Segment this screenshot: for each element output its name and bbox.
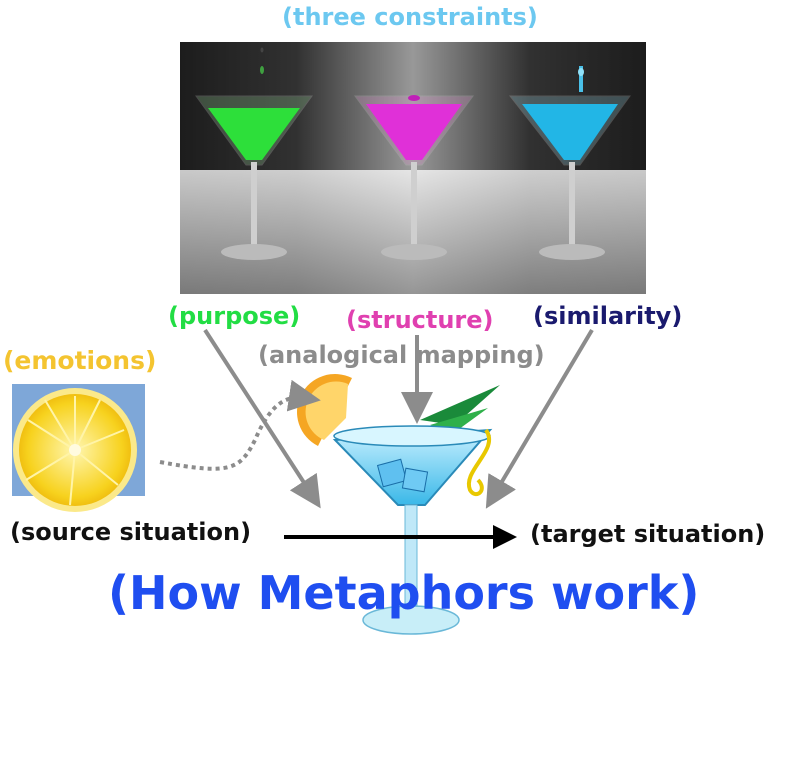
similarity-label: (similarity) — [533, 302, 683, 330]
purpose-label: (purpose) — [168, 302, 301, 330]
similarity-arrow — [485, 328, 594, 509]
target-situation-label: (target situation) — [530, 520, 766, 548]
lemon-slice-photo — [12, 384, 145, 512]
lemon-twist-icon — [466, 428, 491, 497]
ice-cube-icon — [376, 458, 408, 488]
cyan-cocktail-glass — [508, 66, 631, 260]
purpose-arrow — [203, 328, 321, 509]
emotions-dotted-arrow — [159, 379, 321, 471]
magenta-cocktail-glass — [354, 95, 474, 260]
green-cocktail-glass — [195, 47, 313, 260]
main-title: (How Metaphors work) — [108, 566, 700, 620]
source-situation-label: (source situation) — [10, 518, 252, 546]
three-cocktails-photo — [180, 42, 646, 294]
three-constraints-label: (three constraints) — [282, 3, 538, 31]
mint-leaf-icon — [420, 385, 500, 425]
emotions-label: (emotions) — [3, 346, 157, 375]
structure-label: (structure) — [346, 306, 494, 334]
analogical-mapping-label: (analogical mapping) — [258, 341, 545, 369]
